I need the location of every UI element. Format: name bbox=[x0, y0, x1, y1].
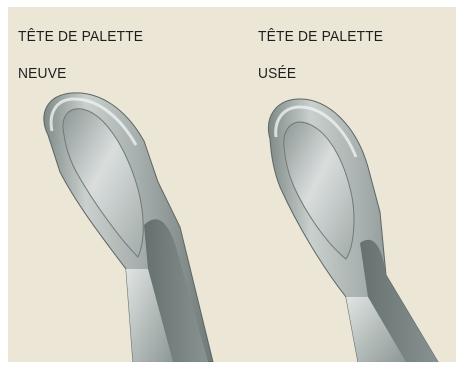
worn-tip-title: TÊTE DE PALETTE bbox=[258, 28, 383, 45]
vane-tips-illustration bbox=[8, 7, 456, 362]
new-tip-title: TÊTE DE PALETTE bbox=[18, 28, 143, 45]
new-tip-state-label: NEUVE bbox=[18, 65, 66, 82]
worn-tip-state-label: USÉE bbox=[258, 65, 296, 82]
worn-vane-tip bbox=[268, 99, 438, 362]
illustration-panel: TÊTE DE PALETTE NEUVE TÊTE DE PALETTE US… bbox=[8, 7, 456, 362]
new-vane-tip bbox=[44, 93, 213, 362]
